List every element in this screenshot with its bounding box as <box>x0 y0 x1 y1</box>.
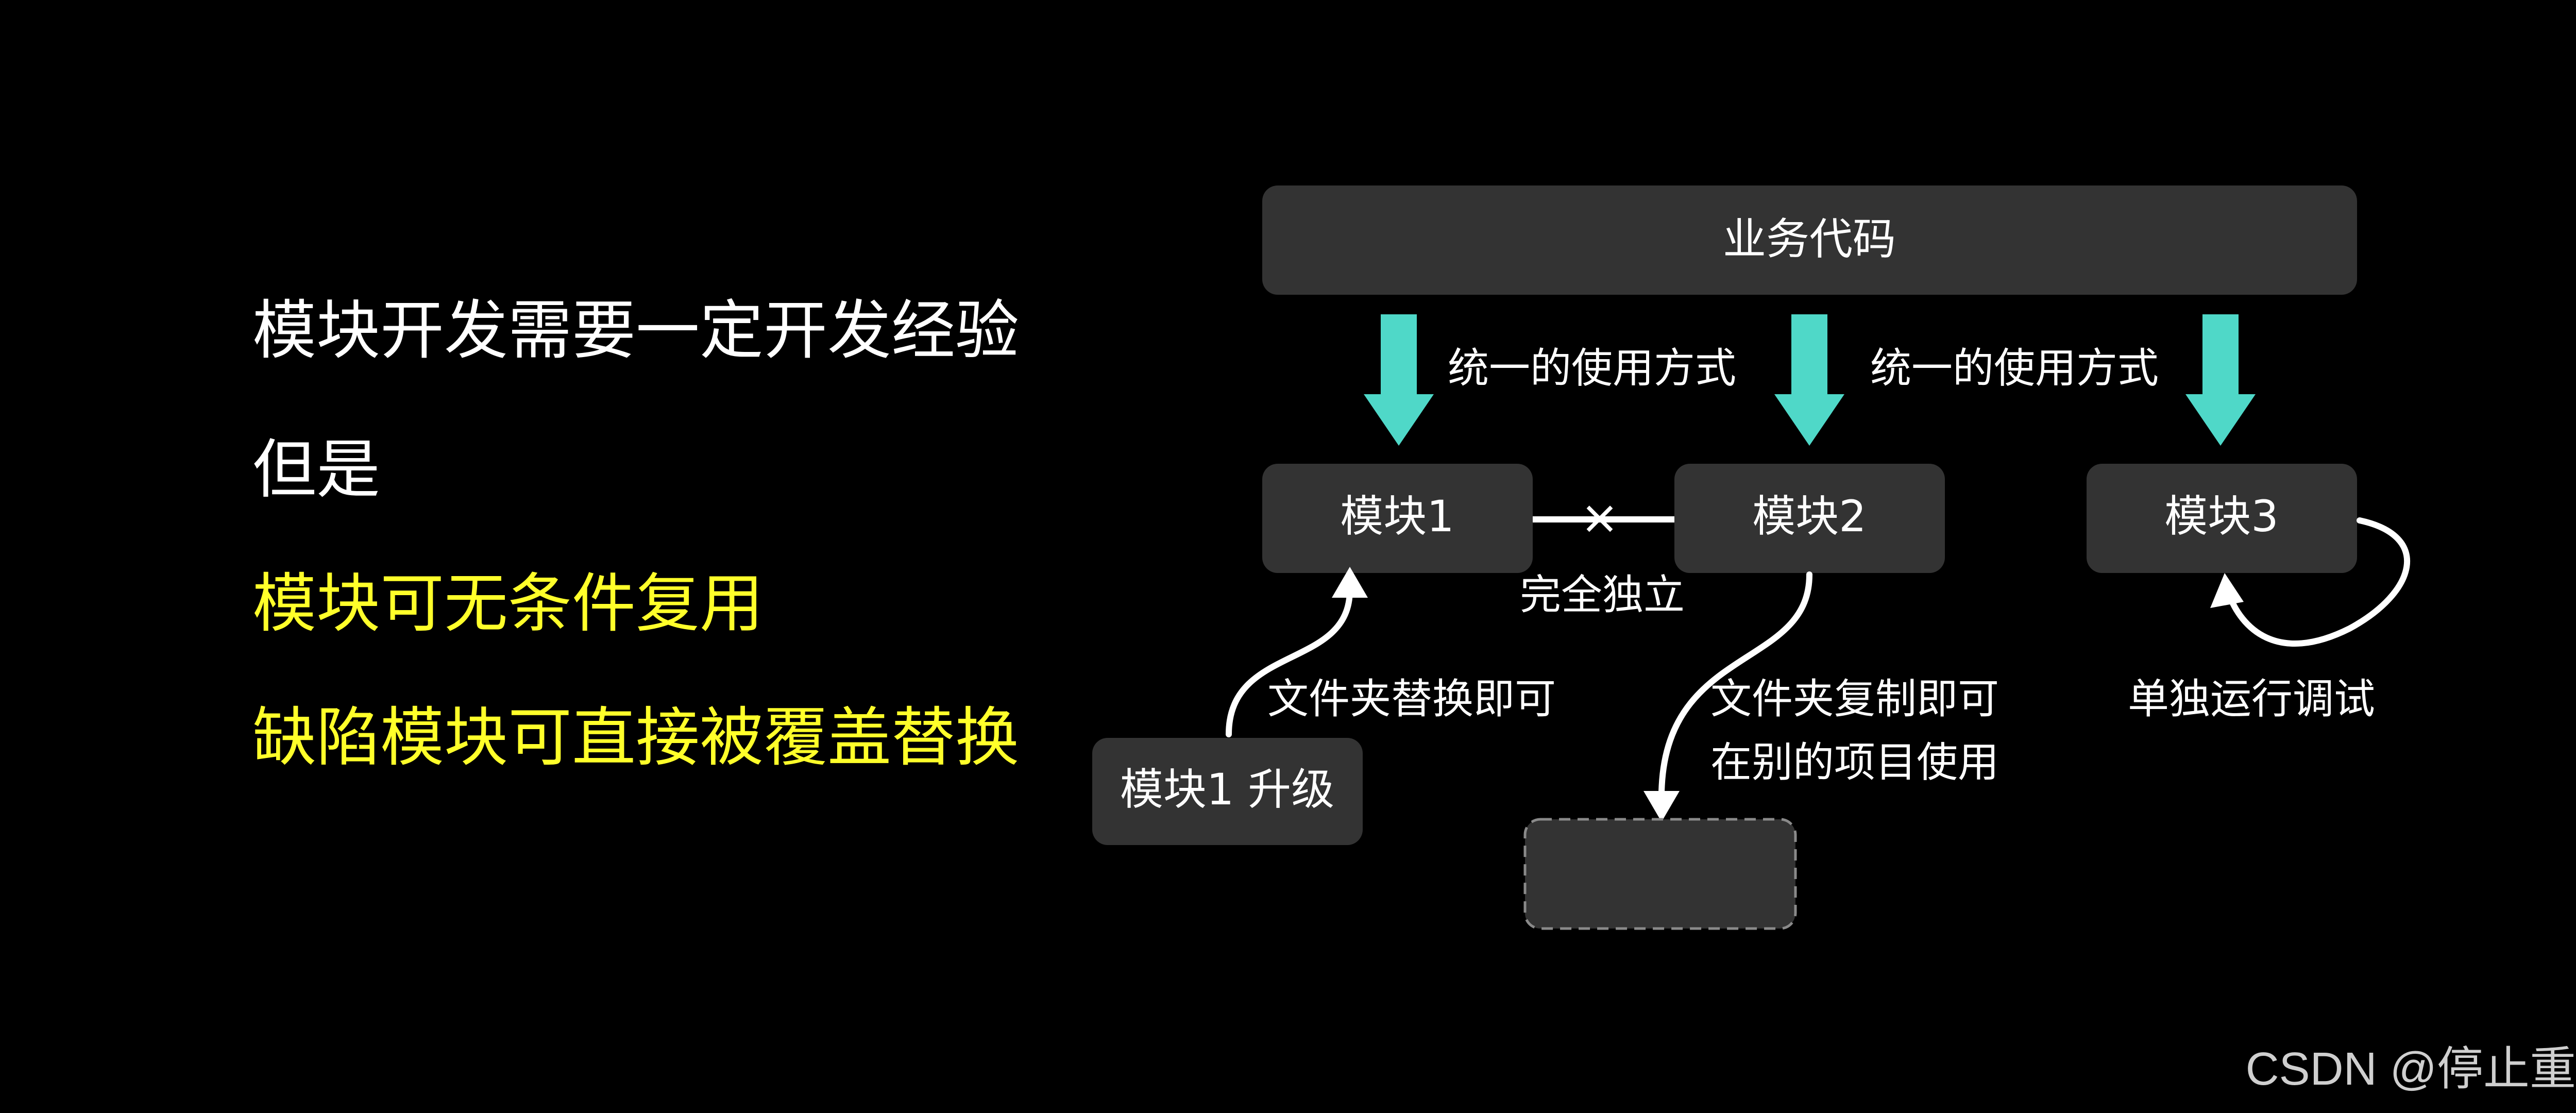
debug-note: 单独运行调试 <box>2128 675 2375 723</box>
copy-arrowhead <box>1643 791 1680 822</box>
down-arrow-module3 <box>2185 314 2256 446</box>
cross-mark: × <box>1580 491 1619 545</box>
down-arrow-module2 <box>1774 314 1844 446</box>
module3-box <box>2087 464 2357 573</box>
independent-note: 完全独立 <box>1520 571 1685 619</box>
business-code-label: 业务代码 <box>1723 214 1896 264</box>
bullet-replace: 缺陷模块可直接被覆盖替换 <box>252 701 1020 775</box>
debug-arrowhead <box>2210 573 2244 608</box>
module1-label: 模块1 <box>1340 491 1454 542</box>
module1-upgrade-box <box>1092 738 1363 845</box>
usage-note-1: 统一的使用方式 <box>1448 344 1736 392</box>
module2-label: 模块2 <box>1752 491 1866 542</box>
usage-note-2: 统一的使用方式 <box>1870 344 2159 392</box>
copy-curve <box>1658 571 1812 797</box>
down-arrow-module1 <box>1364 314 1434 446</box>
module1-box <box>1262 464 1533 573</box>
debug-loop <box>2225 517 2410 647</box>
module1-upgrade-label: 模块1 升级 <box>1120 764 1334 815</box>
module2-box <box>1674 464 1945 573</box>
bullet-experience: 模块开发需要一定开发经验 <box>252 294 1020 368</box>
replace-arrowhead <box>1332 567 1368 598</box>
copy-note-line1: 文件夹复制即可 <box>1710 675 1999 723</box>
replace-curve <box>1226 587 1353 737</box>
copy-note-line2: 在别的项目使用 <box>1710 738 1999 786</box>
module3-label: 模块3 <box>2164 491 2278 542</box>
bullet-reuse: 模块可无条件复用 <box>252 567 764 641</box>
bullet-but: 但是 <box>252 433 381 507</box>
replace-note: 文件夹替换即可 <box>1267 675 1556 723</box>
watermark: CSDN @停止重构 <box>2245 1043 2576 1095</box>
business-code-box <box>1262 185 2357 295</box>
copy-target-box <box>1523 818 1797 930</box>
